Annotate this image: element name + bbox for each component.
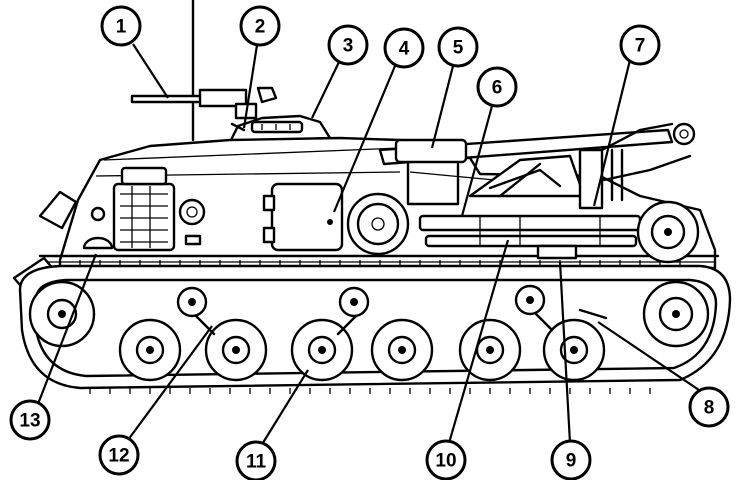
callout-9-label: 9 <box>566 451 577 472</box>
leader-lines <box>36 43 700 447</box>
callout-7: 7 <box>619 24 661 66</box>
callout-2-label: 2 <box>255 17 266 38</box>
callout-5-label: 5 <box>453 38 464 59</box>
callout-1: 1 <box>100 5 142 47</box>
callout-13-label: 13 <box>19 411 40 432</box>
callout-3: 3 <box>327 24 369 66</box>
suspension-arms <box>194 308 608 336</box>
callout-11: 11 <box>235 440 277 480</box>
bracket <box>536 244 578 260</box>
callout-12-label: 12 <box>108 446 129 467</box>
callout-9: 9 <box>550 439 592 480</box>
callout-4: 4 <box>383 27 425 69</box>
hatch-ring <box>346 192 410 256</box>
gun-barrel <box>378 128 674 206</box>
callout-3-label: 3 <box>343 36 354 57</box>
drive-sprocket <box>642 280 710 348</box>
road-wheels <box>118 318 606 382</box>
callout-10: 10 <box>425 439 467 480</box>
callout-12: 12 <box>98 434 140 476</box>
callout-7-label: 7 <box>635 36 646 57</box>
vehicle-illustration <box>12 0 732 394</box>
callout-6: 6 <box>476 66 518 108</box>
callout-5: 5 <box>437 26 479 68</box>
callout-8: 8 <box>688 386 730 428</box>
callout-11-label: 11 <box>246 452 267 473</box>
machine-gun <box>130 86 278 120</box>
callout-13: 13 <box>9 399 51 441</box>
return-rollers <box>176 284 546 318</box>
callout-4-label: 4 <box>399 39 410 60</box>
callout-1-label: 1 <box>116 17 127 38</box>
stowage-bundle <box>112 166 176 252</box>
side-door <box>262 182 344 252</box>
callouts: 1 2 3 4 5 6 7 8 <box>9 5 730 480</box>
callout-10-label: 10 <box>435 451 456 472</box>
callout-8-label: 8 <box>704 398 715 419</box>
callout-2: 2 <box>239 5 281 47</box>
sprocket-upper <box>636 200 700 264</box>
hydraulic-cylinder <box>418 214 642 248</box>
rear-idler <box>28 280 96 348</box>
callout-6-label: 6 <box>492 78 503 99</box>
track-assembly <box>18 260 732 394</box>
